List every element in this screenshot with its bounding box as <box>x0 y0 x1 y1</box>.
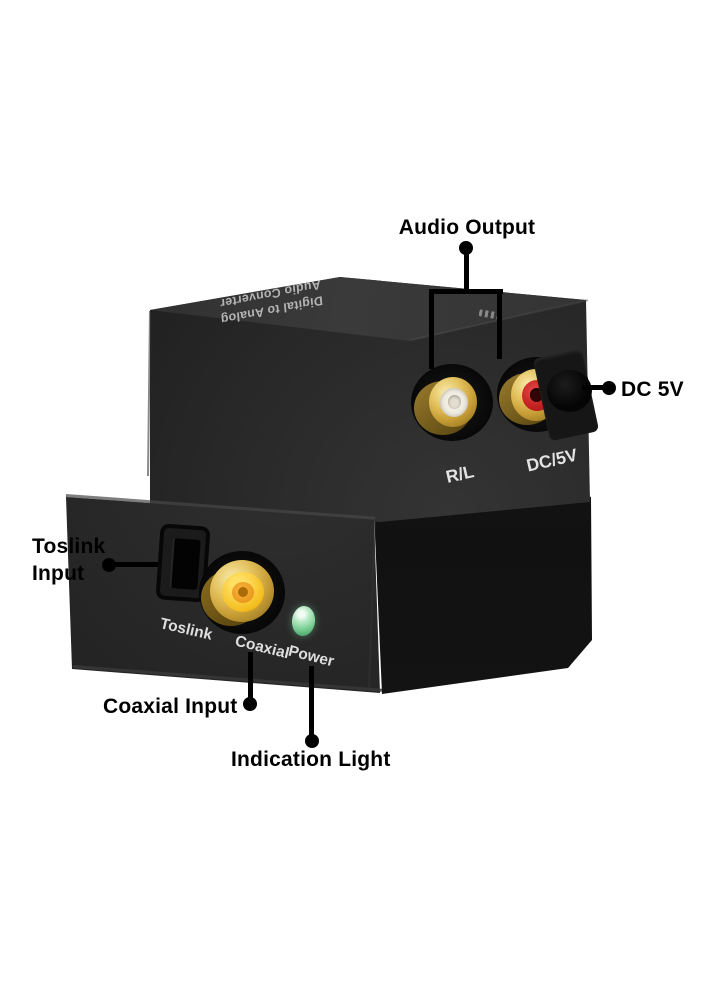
toslink-input-label-line2: Input <box>32 562 85 585</box>
toslink-input-line <box>108 562 158 567</box>
dc-5v-dot <box>602 381 616 395</box>
indication-light-line <box>309 666 314 744</box>
audio-output-right-branch-line <box>497 289 502 359</box>
coaxial-input-line <box>248 652 253 706</box>
coaxial-input-label: Coaxial Input <box>103 695 238 718</box>
audio-output-dot <box>459 241 473 255</box>
dc-5v-label: DC 5V <box>621 378 684 401</box>
dc-5v-line <box>582 385 608 390</box>
audio-output-label: Audio Output <box>398 216 536 239</box>
coaxial-center-hole <box>238 587 248 597</box>
audio-output-stem-line <box>464 253 469 291</box>
audio-output-bracket-line <box>429 289 503 294</box>
toslink-input-label-line1: Toslink <box>32 535 106 558</box>
indication-light-label: Indication Light <box>231 748 391 771</box>
toslink-input-label: Toslink Input <box>32 533 105 587</box>
coaxial-input-dot <box>243 697 257 711</box>
rca-white-center-hole <box>448 395 461 409</box>
indication-light-dot <box>305 734 319 748</box>
dc-port-hole <box>547 370 592 412</box>
audio-output-left-branch-line <box>429 289 434 369</box>
